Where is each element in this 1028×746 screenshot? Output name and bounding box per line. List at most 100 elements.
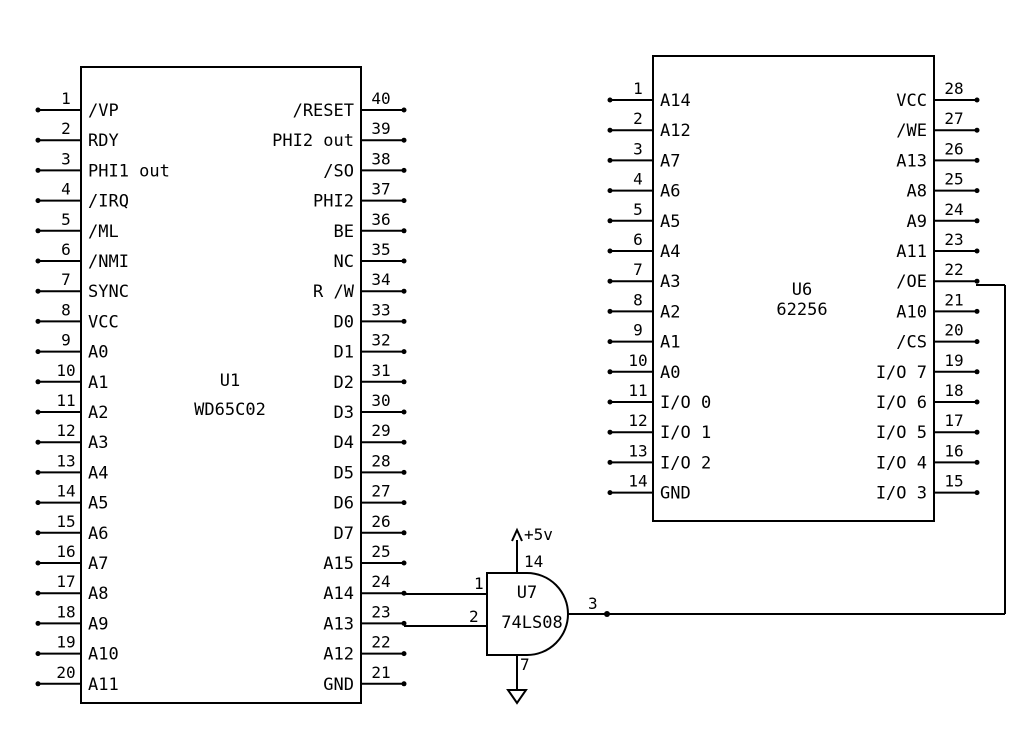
pin-label: GND (660, 484, 691, 504)
pin-number: 40 (371, 89, 390, 108)
pin-end-dot (401, 469, 407, 475)
pin-number: 33 (371, 300, 390, 319)
pin-end-dot (607, 97, 613, 103)
pin-label: D5 (334, 463, 354, 483)
pin-label: BE (334, 222, 354, 242)
pin-label: I/O 1 (660, 423, 711, 443)
u6-pin-3: 3A7 (607, 139, 680, 171)
pin-end-dot (401, 681, 407, 687)
u1-pin-9: 9A0 (35, 331, 108, 363)
pin-end-dot (35, 620, 41, 626)
pin-end-dot (401, 530, 407, 536)
pin-label: /CS (896, 333, 927, 353)
pin-end-dot (607, 218, 613, 224)
pin-number: 25 (371, 542, 390, 561)
pin-number: 19 (944, 351, 963, 370)
pin-end-dot (35, 530, 41, 536)
pin-label: A0 (88, 343, 108, 363)
pin-label: I/O 0 (660, 393, 711, 413)
pin-end-dot (35, 590, 41, 596)
u6-pin-4: 4A6 (607, 170, 680, 202)
pin-number: 6 (61, 240, 71, 259)
pin-end-dot (35, 228, 41, 234)
vcc-label: +5v (524, 525, 553, 544)
u6-body (652, 55, 935, 522)
u1-pin-6: 6/NMI (35, 240, 129, 272)
pin-end-dot (401, 379, 407, 385)
u6-pin-9: 9A1 (607, 321, 680, 353)
pin-number: 22 (944, 260, 963, 279)
pin-number: 9 (61, 331, 71, 350)
pin-number: 27 (371, 482, 390, 501)
pin-number: 36 (371, 210, 390, 229)
pin-end-dot (974, 278, 980, 284)
pin-end-dot (974, 248, 980, 254)
pin-number: 23 (371, 602, 390, 621)
pin-number: 14 (628, 472, 647, 491)
pin-label: A14 (660, 91, 691, 111)
pin-end-dot (974, 188, 980, 194)
pin-label: A4 (88, 463, 108, 483)
pin-end-dot (401, 439, 407, 445)
pin-label: A11 (88, 675, 119, 695)
pin-end-dot (974, 490, 980, 496)
u7-input2-pin-number: 2 (469, 607, 479, 626)
pin-number: 38 (371, 149, 390, 168)
pin-end-dot (35, 198, 41, 204)
pin-end-dot (35, 258, 41, 264)
pin-end-dot (401, 258, 407, 264)
pin-number: 1 (61, 89, 71, 108)
pin-label: A1 (88, 373, 108, 393)
pin-end-dot (35, 681, 41, 687)
pin-end-dot (35, 379, 41, 385)
pin-label: NC (334, 252, 354, 272)
pin-label: A6 (660, 182, 680, 202)
u6-pin-7: 7A3 (607, 260, 680, 292)
pin-number: 26 (944, 139, 963, 158)
pin-label: I/O 5 (876, 423, 927, 443)
pin-end-dot (974, 339, 980, 345)
u7-output-pin-number: 3 (588, 594, 598, 613)
pin-end-dot (974, 369, 980, 375)
u6-pin-18: 18I/O 6 (876, 381, 980, 413)
u1-part: WD65C02 (194, 400, 266, 420)
pin-number: 31 (371, 361, 390, 380)
pin-end-dot (401, 318, 407, 324)
pin-end-dot (401, 167, 407, 173)
pin-number: 18 (944, 381, 963, 400)
u7-gnd-pin-number: 7 (520, 655, 530, 674)
pin-end-dot (974, 157, 980, 163)
u1-body (80, 66, 362, 704)
ground-icon (506, 689, 528, 705)
u6-chip: U6 62256 1A142A123A74A65A56A47A38A29A110… (607, 55, 980, 522)
u1-ref: U1 (220, 371, 240, 391)
pin-number: 34 (371, 270, 390, 289)
pin-label: A2 (88, 403, 108, 423)
pin-end-dot (974, 429, 980, 435)
pin-label: D3 (334, 403, 354, 423)
pin-number: 21 (371, 663, 390, 682)
pin-label: /SO (323, 161, 354, 181)
pin-label: A3 (660, 272, 680, 292)
pin-number: 3 (633, 139, 643, 158)
pin-label: I/O 6 (876, 393, 927, 413)
pin-number: 11 (56, 391, 75, 410)
